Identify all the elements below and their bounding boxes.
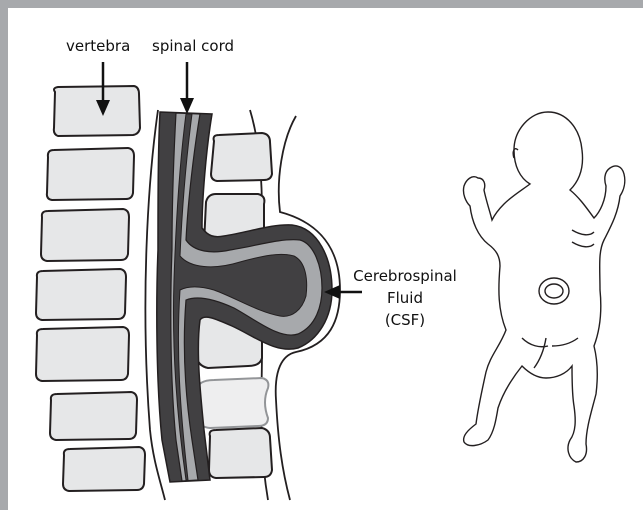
vertebra-body — [50, 392, 137, 440]
csf-label-line2: Fluid — [387, 289, 423, 307]
vertebra-body — [47, 148, 134, 200]
arch — [209, 428, 272, 478]
vertebrae-left-column — [36, 86, 145, 491]
vertebra-label: vertebra — [66, 37, 130, 55]
spina-bifida-lesion-inner — [545, 284, 563, 298]
arch — [211, 133, 272, 181]
vertebra-body — [63, 447, 145, 491]
csf-label-line3: (CSF) — [385, 311, 425, 329]
vertebra-body — [36, 327, 129, 381]
vertebra-body — [36, 269, 126, 320]
vertebra-body — [54, 86, 140, 136]
csf-label-line1: Cerebrospinal — [353, 267, 457, 285]
baby-illustration — [463, 112, 624, 462]
spinal-cord-label: spinal cord — [152, 37, 234, 55]
cord-arrow-head — [180, 98, 194, 114]
vertebra-body — [41, 209, 129, 261]
arch-deformed — [198, 378, 268, 428]
